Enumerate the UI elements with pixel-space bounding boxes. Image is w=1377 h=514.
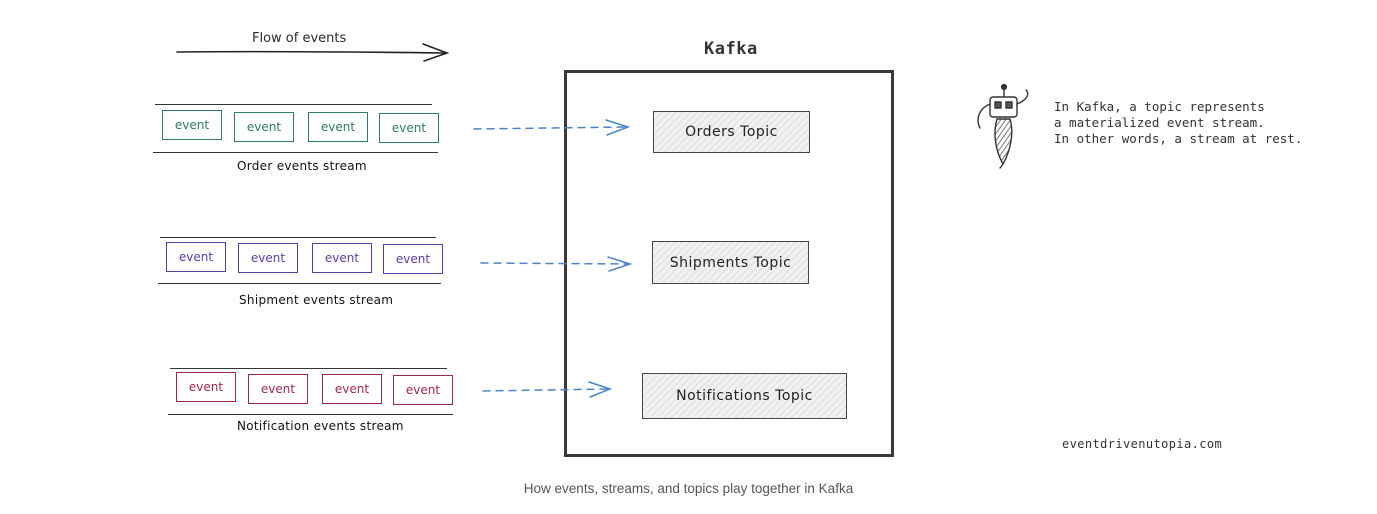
shipments-topic: Shipments Topic xyxy=(652,241,809,284)
notifications-topic: Notifications Topic xyxy=(642,373,847,419)
notification-event: event xyxy=(393,375,453,405)
notification-arrow-head xyxy=(588,381,613,398)
shipment-to-topic-arrow xyxy=(480,262,629,265)
notification-event: event xyxy=(176,372,236,402)
shipment-event: event xyxy=(166,242,226,272)
stream-rail-top xyxy=(170,368,447,369)
order-event: event xyxy=(308,112,368,142)
order-event: event xyxy=(162,110,222,140)
topic-explanation-note: In Kafka, a topic represents a materiali… xyxy=(1054,99,1303,146)
shipment-arrow-head xyxy=(607,256,633,272)
notification-to-topic-arrow xyxy=(482,388,609,392)
notification-event: event xyxy=(322,374,382,404)
notifications-topic-label: Notifications Topic xyxy=(676,388,813,404)
site-credit: eventdrivenutopia.com xyxy=(1062,437,1223,451)
notification-event: event xyxy=(248,374,308,404)
figure-caption: How events, streams, and topics play tog… xyxy=(523,481,854,496)
order-stream-label: Order events stream xyxy=(237,159,367,173)
stream-rail-top xyxy=(160,237,436,238)
order-event: event xyxy=(379,113,439,143)
orders-topic: Orders Topic xyxy=(653,111,810,153)
orders-topic-label: Orders Topic xyxy=(685,124,778,140)
shipment-event: event xyxy=(312,243,372,273)
stream-rail-bottom xyxy=(168,414,453,415)
flow-of-events-label: Flow of events xyxy=(252,31,347,46)
stream-rail-top xyxy=(155,104,432,105)
shipments-topic-label: Shipments Topic xyxy=(669,254,792,271)
robot-icon xyxy=(977,83,1029,169)
order-event: event xyxy=(234,112,294,142)
stream-rail-bottom xyxy=(153,152,438,153)
kafka-title: Kafka xyxy=(704,39,758,59)
stream-rail-bottom xyxy=(158,283,441,284)
shipment-event: event xyxy=(383,244,443,274)
shipment-event: event xyxy=(238,243,298,273)
order-to-topic-arrow xyxy=(473,126,627,130)
notification-stream-label: Notification events stream xyxy=(237,419,404,433)
flow-arrow xyxy=(176,43,450,62)
shipment-stream-label: Shipment events stream xyxy=(239,293,394,307)
order-arrow-head xyxy=(605,119,631,136)
